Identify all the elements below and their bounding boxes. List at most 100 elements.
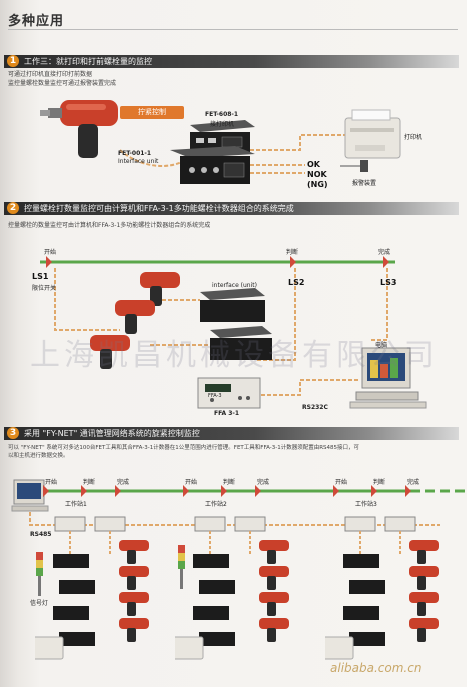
- station-3-start: 开始: [335, 479, 348, 486]
- section1-desc2: 监控量螺栓数量监控可通过报警装置完成: [8, 80, 117, 87]
- signal-label: 信号灯: [30, 600, 49, 607]
- marker-finish: [405, 485, 411, 497]
- tool-handle: [417, 628, 426, 642]
- ffa-unit: [54, 516, 86, 532]
- station-2-judge: 判断: [223, 479, 236, 486]
- tool-handle: [267, 628, 276, 642]
- controller-unit: [53, 606, 89, 620]
- marker-judge: [221, 485, 227, 497]
- station-1-start: 开始: [45, 479, 58, 486]
- controller-unit: [193, 606, 229, 620]
- ffa-unit: [194, 516, 226, 532]
- marker-finish: [255, 485, 261, 497]
- nok-label: NOK: [307, 170, 327, 179]
- ng-label: (NG): [307, 180, 328, 189]
- alibaba-watermark: alibaba.com.cn: [330, 661, 422, 675]
- station-3-judge: 判断: [373, 479, 386, 486]
- controller-unit: [343, 606, 379, 620]
- nutrunner-tool: [119, 566, 149, 577]
- station-1-name: 工作站1: [65, 501, 87, 508]
- station-3-name: 工作站3: [355, 501, 377, 508]
- section1-tag: 拧紧控制: [120, 106, 184, 119]
- tool-handle: [417, 550, 426, 564]
- rs232c-label: RS232C: [302, 404, 328, 411]
- tool-handle: [127, 550, 136, 564]
- section2-number: 2: [7, 202, 19, 214]
- interface-unit-a: [200, 288, 265, 322]
- station-printer: [35, 636, 64, 660]
- alarm-device: [360, 160, 368, 172]
- station-cable: [69, 531, 111, 555]
- nutrunner-tool-1: [40, 100, 118, 158]
- nutrunner-tool: [409, 618, 439, 629]
- controller-unit: [199, 580, 235, 594]
- station-2-equipment: [175, 485, 289, 660]
- section2-desc: 控量螺栓的数量监控可由计算机和FFA-3-1多功能螺栓计数器组合的系统完成: [8, 222, 211, 229]
- ls1-label: LS1: [32, 272, 49, 281]
- computer-label: 电脑: [375, 342, 388, 349]
- nutrunner-tool: [409, 592, 439, 603]
- station-3-equipment: [325, 485, 439, 660]
- station-1-judge: 判断: [83, 479, 96, 486]
- ffa-unit: [94, 516, 126, 532]
- nutrunner-tool: [409, 566, 439, 577]
- marker-judge: [371, 485, 377, 497]
- s2-finish-label: 完成: [378, 249, 391, 256]
- marker-judge: [81, 485, 87, 497]
- fet-001-unit: [170, 146, 255, 184]
- controller-unit: [199, 632, 235, 646]
- section1-title: 工作三：就打印和打前螺栓量的监控: [24, 57, 152, 66]
- interface-label: interface (unit): [212, 282, 257, 289]
- section2-title: 控量螺栓打数量监控可由计算机和FFA-3-1多功能螺栓计数器组合的系统完成: [24, 204, 294, 213]
- fet-001-sub: Interface unit: [118, 158, 159, 165]
- ls1-sub: 限位开关: [32, 285, 57, 292]
- station-2-finish: 完成: [257, 479, 270, 486]
- section3-desc1: 可以 "FY-NET" 系统可对多达100台FET工具和其合FFA-3-1计数器…: [8, 445, 360, 451]
- section1-desc1: 可通过打印机直接打印打前数据: [8, 71, 93, 78]
- nutrunner-tool: [119, 540, 149, 551]
- section3-header: 3 采用 "FY-NET" 通讯管理网络系统的旋紧控制监控: [4, 427, 459, 440]
- nutrunner-tool: [409, 540, 439, 551]
- controller-unit: [343, 554, 379, 568]
- nutrunner-tool-2a: [140, 272, 180, 306]
- station-2-name: 工作站2: [205, 501, 227, 508]
- fet-608-sub: 接打印机: [210, 121, 235, 128]
- section1-number: 1: [7, 55, 19, 67]
- tool-handle: [417, 602, 426, 616]
- section1-header: 1 工作三：就打印和打前螺栓量的监控: [4, 55, 459, 68]
- ok-label: OK: [307, 160, 320, 169]
- controller-unit: [53, 554, 89, 568]
- station-printer: [325, 636, 354, 660]
- page-title: 多种应用: [8, 14, 65, 29]
- s2-start-label: 开始: [44, 249, 57, 256]
- station-cable: [359, 531, 401, 555]
- nutrunner-tool: [259, 540, 289, 551]
- tool-handle: [127, 602, 136, 616]
- nutrunner-tool: [259, 618, 289, 629]
- rs485-label: RS485: [30, 531, 52, 538]
- ffa-unit: [384, 516, 416, 532]
- ls2-label: LS2: [288, 278, 305, 287]
- tool-handle: [417, 576, 426, 590]
- nutrunner-tool: [259, 592, 289, 603]
- station-2-start: 开始: [185, 479, 198, 486]
- cable-tool-unit: [119, 149, 186, 167]
- nutrunner-tool-2b: [115, 300, 155, 334]
- nutrunner-tool: [119, 618, 149, 629]
- controller-unit: [349, 632, 385, 646]
- station-printer: [175, 636, 204, 660]
- ffa-label: FFA 3-1: [214, 410, 240, 417]
- alarm-label: 报警装置: [352, 180, 377, 187]
- station-cable: [209, 531, 251, 555]
- section3-title: 采用 "FY-NET" 通讯管理网络系统的旋紧控制监控: [24, 429, 200, 438]
- controller-unit: [59, 632, 95, 646]
- controller-unit: [193, 554, 229, 568]
- fet-001-label: FET-001-1: [118, 150, 152, 157]
- nutrunner-tool: [259, 566, 289, 577]
- section3-desc2: 以和主机进行数据交换。: [8, 453, 69, 459]
- controller-unit: [349, 580, 385, 594]
- ffa-unit: [234, 516, 266, 532]
- marker-start: [183, 485, 189, 497]
- section2-header: 2 控量螺栓打数量监控可由计算机和FFA-3-1多功能螺栓计数器组合的系统完成: [4, 202, 459, 215]
